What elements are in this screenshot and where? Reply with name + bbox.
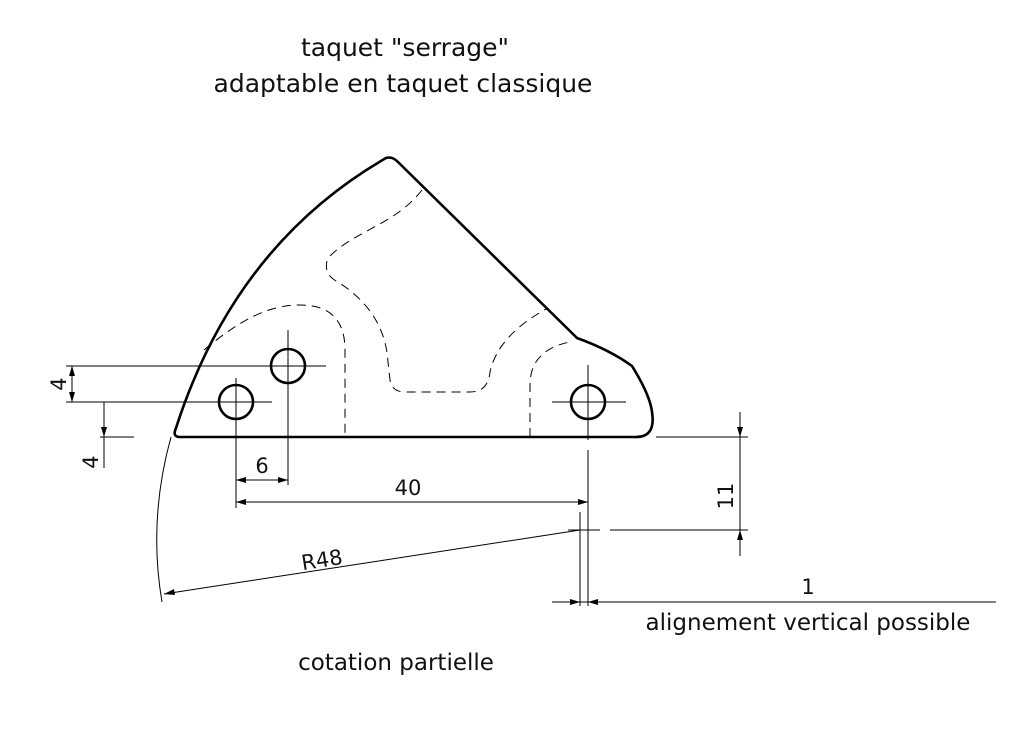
dim-11: 11 xyxy=(610,412,748,556)
dim-4-upper: 4 xyxy=(47,365,270,403)
dim-1: 1 xyxy=(552,575,996,605)
title-line-2: adaptable en taquet classique xyxy=(214,69,593,98)
dim-6-label: 6 xyxy=(255,454,268,478)
dim-40: 40 xyxy=(236,476,588,505)
dim-4-lower: 4 xyxy=(79,402,134,469)
mounting-holes xyxy=(217,347,607,421)
dim-4-upper-label: 4 xyxy=(47,377,71,390)
dim-4-lower-label: 4 xyxy=(79,455,103,468)
note-alignment: alignement vertical possible xyxy=(646,610,971,636)
dim-r48: R48 xyxy=(156,436,581,603)
dim-40-label: 40 xyxy=(395,476,422,500)
part-outline xyxy=(173,156,654,439)
dim-11-label: 11 xyxy=(714,483,738,510)
title-line-1: taquet "serrage" xyxy=(301,33,509,62)
dim-6: 6 xyxy=(236,454,288,483)
note-partial-dimensioning: cotation partielle xyxy=(298,650,494,676)
reference-center xyxy=(568,512,600,606)
dim-r48-label: R48 xyxy=(300,545,345,575)
hidden-lines xyxy=(203,189,571,437)
dim-1-label: 1 xyxy=(801,575,814,599)
